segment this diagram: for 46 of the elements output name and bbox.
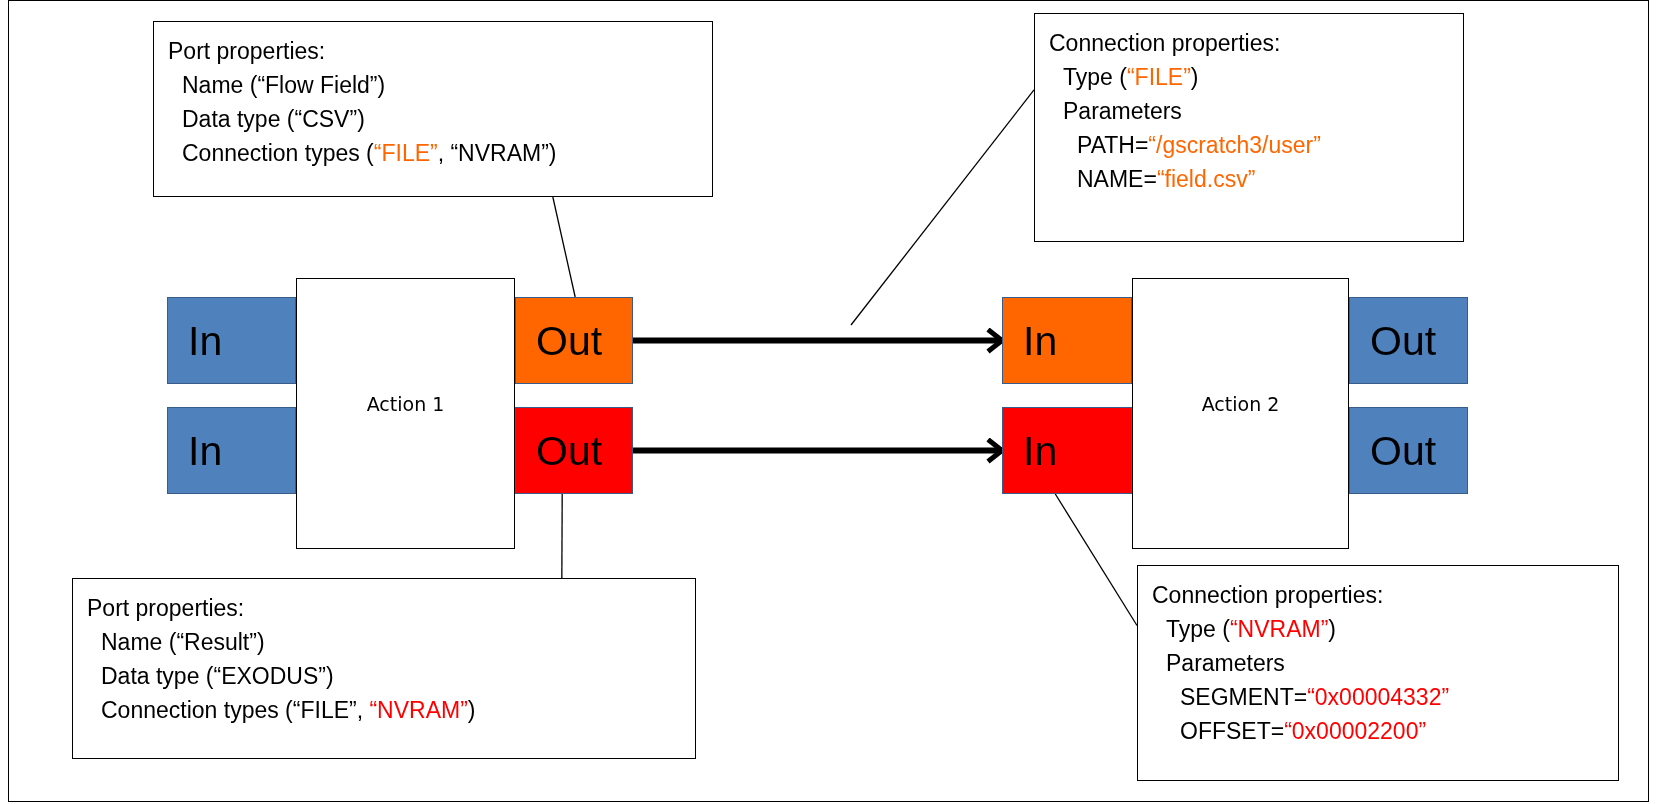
port-label: Out (1370, 427, 1437, 474)
callout-text: Port properties: (168, 37, 326, 66)
callout-text: Parameters (1166, 649, 1285, 678)
action-label: Action 2 (1201, 392, 1280, 415)
port-box (515, 297, 633, 384)
port-label: In (188, 317, 223, 364)
port-label: Out (536, 427, 603, 474)
port-label: Out (1370, 317, 1437, 364)
port-box (167, 407, 296, 494)
callout-box (153, 21, 713, 197)
callout-text: Connection properties: (1049, 29, 1281, 58)
leader-line (1054, 493, 1138, 627)
callout-text: NAME=“field.csv” (1077, 165, 1256, 194)
callout-text: Port properties: (87, 594, 245, 623)
callout-text: Type (“NVRAM”) (1166, 615, 1336, 644)
callout-text: OFFSET=“0x00002200” (1180, 717, 1427, 746)
port-box (1002, 407, 1132, 494)
action-box (1132, 278, 1349, 549)
callout-text: Name (“Result”) (101, 628, 265, 657)
callout-text: SEGMENT=“0x00004332” (1180, 683, 1450, 712)
port-box (1349, 407, 1468, 494)
callout-text: Connection types (“FILE”, “NVRAM”) (182, 139, 557, 168)
leader-line (850, 89, 1035, 326)
port-label: In (1023, 317, 1058, 364)
port-box (1349, 297, 1468, 384)
action-box (296, 278, 515, 549)
callout-text: Name (“Flow Field”) (182, 71, 386, 100)
callout-box (72, 578, 696, 759)
port-box (515, 407, 633, 494)
port-box (1002, 297, 1132, 384)
callout-text: Connection types (“FILE”, “NVRAM”) (101, 696, 476, 725)
callout-text: PATH=“/gscratch3/user” (1077, 131, 1321, 160)
action-label: Action 1 (366, 392, 445, 415)
port-box (167, 297, 296, 384)
port-label: In (188, 427, 223, 474)
callout-text: Type (“FILE”) (1063, 63, 1199, 92)
port-label: Out (536, 317, 603, 364)
callout-box (1137, 565, 1619, 781)
callout-text: Parameters (1063, 97, 1182, 126)
callout-text: Data type (“CSV”) (182, 105, 365, 134)
callout-text: Connection properties: (1152, 581, 1384, 610)
leader-line (561, 493, 563, 579)
callout-box (1034, 13, 1464, 242)
port-label: In (1023, 427, 1058, 474)
callout-text: Data type (“EXODUS”) (101, 662, 334, 691)
leader-line (552, 196, 576, 298)
